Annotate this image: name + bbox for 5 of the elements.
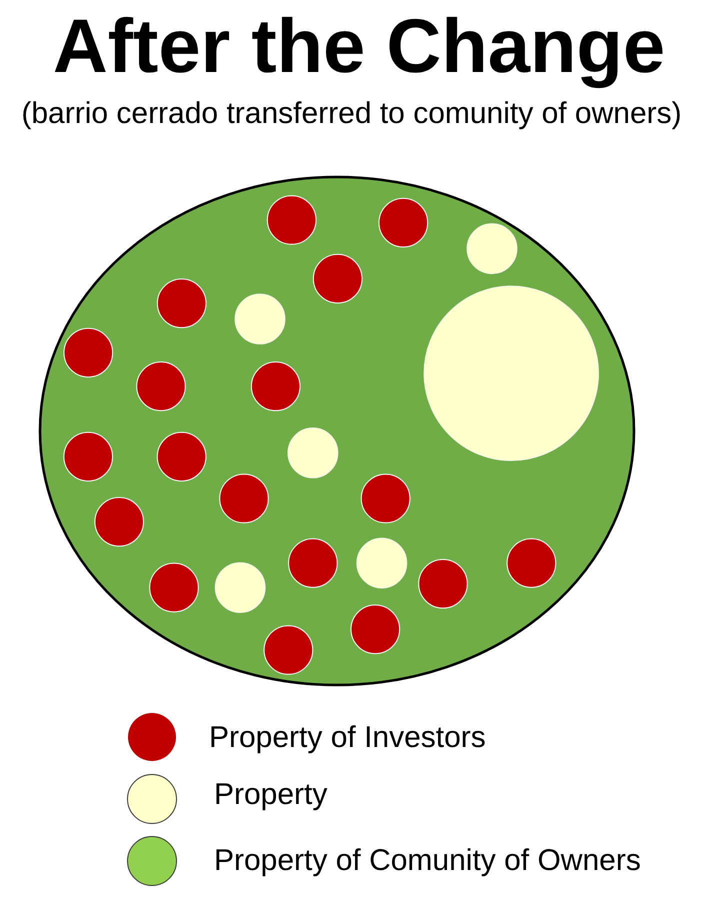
- legend-text: Property of Comunity of Owners: [214, 843, 641, 879]
- legend-text: Property: [214, 777, 328, 813]
- title: After the Change: [52, 3, 666, 90]
- subtitle: (barrio cerrado transferred to comunity of owners): [21, 96, 682, 132]
- legend-text: Property of Investors: [209, 720, 486, 756]
